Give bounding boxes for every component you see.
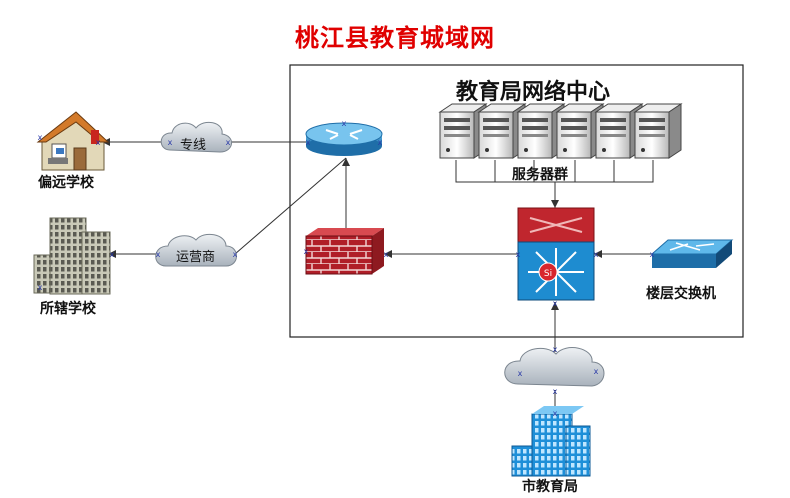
svg-text:x: x <box>553 299 558 308</box>
svg-text:x: x <box>156 250 161 259</box>
svg-text:x: x <box>38 283 43 292</box>
svg-text:x: x <box>304 247 309 256</box>
remote-school-label: 偏远学校 <box>38 175 94 191</box>
cloud-icon-isp <box>155 233 237 267</box>
router-icon <box>305 122 383 156</box>
svg-text:x: x <box>594 250 599 259</box>
server-bus <box>455 160 654 183</box>
svg-text:x: x <box>594 367 599 376</box>
server-cluster-icon <box>438 103 682 159</box>
floor-switch-label: 楼层交换机 <box>646 286 716 302</box>
svg-text:x: x <box>384 250 389 259</box>
leased-line-label: 专线 <box>180 138 207 153</box>
cloud-icon-leased <box>160 121 232 153</box>
svg-text:x: x <box>378 138 383 147</box>
svg-text:x: x <box>38 133 43 142</box>
svg-text:x: x <box>650 250 655 259</box>
network-center-frame <box>289 64 744 338</box>
svg-text:x: x <box>516 250 521 259</box>
svg-text:x: x <box>553 387 558 396</box>
affiliated-school-label: 所辖学校 <box>40 301 96 317</box>
core-switch-badge: Si <box>544 269 552 279</box>
svg-text:x: x <box>110 250 115 259</box>
cloud-icon-wan <box>504 347 605 387</box>
network-center-title: 教育局网络中心 <box>455 80 610 105</box>
house-icon <box>36 111 110 171</box>
firewall-icon <box>305 228 384 275</box>
svg-text:x: x <box>553 345 558 354</box>
page-title: 桃江县教育城域网 <box>295 23 495 52</box>
city-bureau-label: 市教育局 <box>522 479 578 495</box>
svg-text:x: x <box>226 138 231 147</box>
svg-text:x: x <box>233 250 238 259</box>
svg-text:x: x <box>342 119 347 128</box>
city-building-icon <box>511 406 591 477</box>
svg-text:x: x <box>518 369 523 378</box>
svg-text:x: x <box>96 138 101 147</box>
svg-text:x: x <box>168 138 173 147</box>
svg-text:x: x <box>553 409 558 418</box>
svg-text:x: x <box>306 138 311 147</box>
core-switch-icon <box>517 207 595 301</box>
link-isp-router <box>234 157 347 255</box>
switch-icon <box>650 239 734 268</box>
connection-markers: x x x x x x x x x x x x x x x x x x x x x x <box>38 119 655 418</box>
building-icon <box>33 217 111 295</box>
server-cluster-label: 服务器群 <box>512 167 568 183</box>
isp-label: 运营商 <box>176 250 216 265</box>
